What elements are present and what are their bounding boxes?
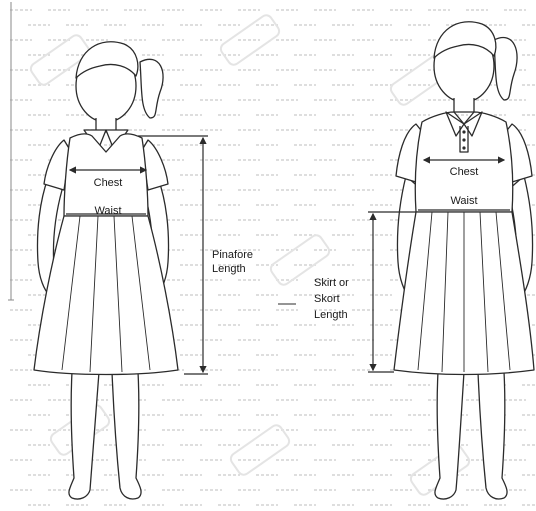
chest-label-right: Chest xyxy=(450,166,479,178)
waist-label-left: Waist xyxy=(94,205,121,217)
skirt-length-label-line2: Skort xyxy=(314,293,340,305)
pinafore-length-label-line2: Length xyxy=(212,263,246,275)
skirt-length-label-line1: Skirt or xyxy=(314,277,349,289)
waist-label-right: Waist xyxy=(450,195,477,207)
left-ruler xyxy=(8,2,14,300)
skirt-length-label-line3: Length xyxy=(314,309,348,321)
chest-label-left: Chest xyxy=(94,177,123,189)
watermark-stamp xyxy=(229,423,292,477)
pinafore-length-label-line1: Pinafore xyxy=(212,249,253,261)
girl-figure-skirt xyxy=(394,22,534,499)
